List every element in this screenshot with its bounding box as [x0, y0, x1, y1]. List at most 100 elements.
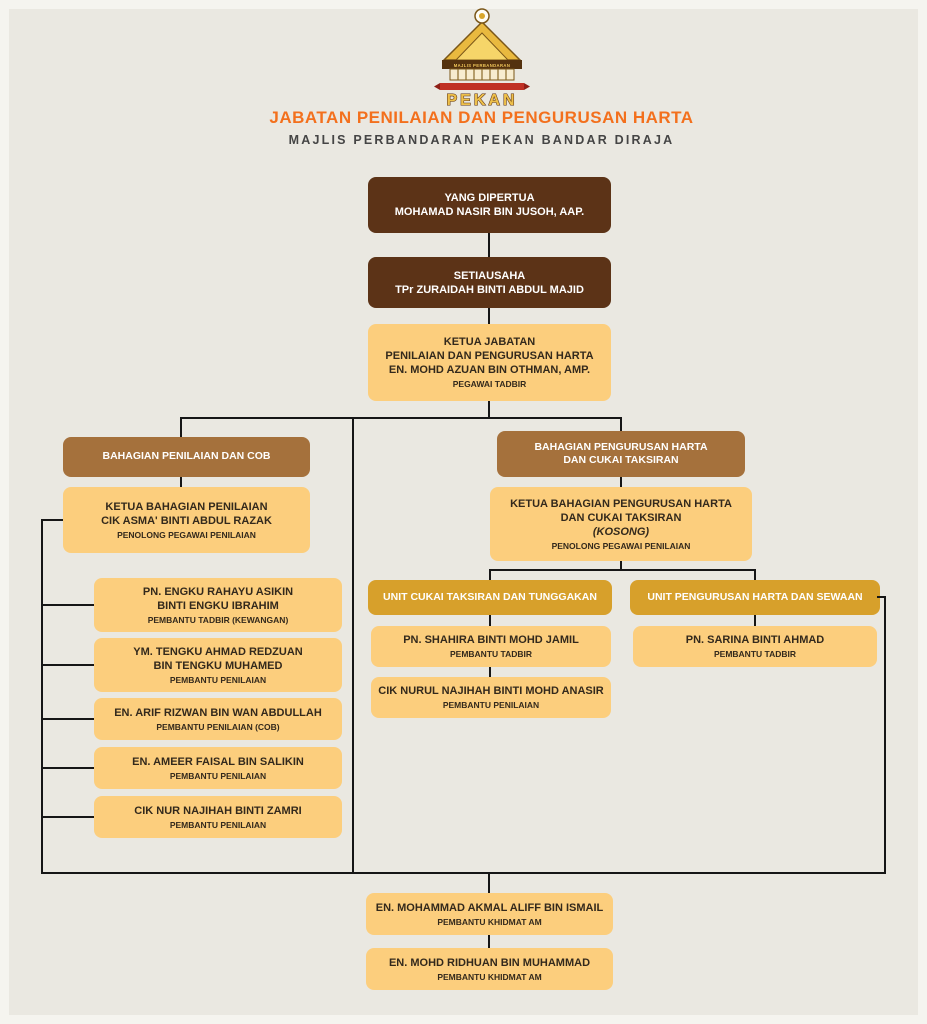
node-staff-penilaian-5: CIK NUR NAJIHAH BINTI ZAMRI PEMBANTU PEN…: [94, 796, 342, 838]
crest-pekan-text: PEKAN: [446, 92, 517, 108]
person-role: PEMBANTU TADBIR: [449, 649, 532, 659]
node-yang-dipertua: YANG DIPERTUA MOHAMAD NASIR BIN JUSOH, A…: [368, 177, 611, 233]
person-name: YM. TENGKU AHMAD REDZUAN: [133, 645, 303, 658]
connector-line: [41, 664, 94, 666]
node-title-line2: DAN CUKAI TAKSIRAN: [560, 511, 682, 524]
crest-finial-center: [479, 13, 485, 19]
person-name: MOHAMAD NASIR BIN JUSOH, AAP.: [394, 206, 585, 218]
node-title: KETUA JABATAN: [443, 336, 536, 348]
connector-line: [488, 872, 490, 893]
person-name: EN. MOHD RIDHUAN BIN MUHAMMAD: [388, 956, 591, 969]
person-name: EN. MOHD AZUAN BIN OTHMAN, AMP.: [388, 364, 591, 376]
connector-line: [488, 308, 490, 324]
connector-line: [884, 596, 886, 874]
node-title: YANG DIPERTUA: [444, 192, 535, 204]
person-name: EN. AMEER FAISAL BIN SALIKIN: [132, 755, 304, 768]
connector-line: [41, 816, 94, 818]
header-unit-cukai: UNIT CUKAI TAKSIRAN DAN TUNGGAKAN: [368, 580, 612, 615]
person-role: PENOLONG PEGAWAI PENILAIAN: [117, 529, 256, 540]
node-staff-penilaian-4: EN. AMEER FAISAL BIN SALIKIN PEMBANTU PE…: [94, 747, 342, 789]
node-staff-cukai-2: CIK NURUL NAJIHAH BINTI MOHD ANASIR PEMB…: [371, 677, 611, 718]
node-staff-penilaian-2: YM. TENGKU AHMAD REDZUAN BIN TENGKU MUHA…: [94, 638, 342, 692]
connector-line: [41, 872, 886, 874]
person-role: PEMBANTU KHIDMAT AM: [437, 971, 542, 982]
connector-line: [489, 569, 491, 580]
node-title-line1: KETUA BAHAGIAN PENGURUSAN HARTA: [510, 497, 732, 510]
connector-line: [754, 569, 756, 580]
person-name: CIK ASMA' BINTI ABDUL RAZAK: [101, 514, 272, 527]
connector-line: [877, 596, 886, 598]
person-role: PENOLONG PEGAWAI PENILAIAN: [551, 540, 691, 551]
header-unit-harta: UNIT PENGURUSAN HARTA DAN SEWAAN: [630, 580, 880, 615]
crest-ribbon-tip-left: [434, 83, 440, 90]
pekan-crest-logo: MAJLIS PERBANDARAN PEKAN: [430, 6, 534, 110]
connector-line: [352, 417, 354, 873]
node-ketua-bahagian-penilaian: KETUA BAHAGIAN PENILAIAN CIK ASMA' BINTI…: [63, 487, 310, 553]
connector-line: [489, 569, 756, 571]
person-role: PEMBANTU TADBIR (KEWANGAN): [147, 614, 289, 625]
node-support-staff-2: EN. MOHD RIDHUAN BIN MUHAMMAD PEMBANTU K…: [366, 948, 613, 990]
person-role: PEMBANTU PENILAIAN: [169, 770, 267, 781]
person-role: PEMBANTU PENILAIAN: [169, 674, 267, 685]
node-support-staff-1: EN. MOHAMMAD AKMAL ALIFF BIN ISMAIL PEMB…: [366, 893, 613, 935]
person-role: PEMBANTU PENILAIAN (COB): [156, 721, 280, 732]
person-role: PEMBANTU PENILAIAN: [169, 819, 267, 830]
page-subtitle: MAJLIS PERBANDARAN PEKAN BANDAR DIRAJA: [288, 133, 675, 147]
person-name: PN. ENGKU RAHAYU ASIKIN: [142, 585, 294, 598]
connector-line: [489, 667, 491, 677]
connector-line: [488, 233, 490, 257]
node-title: KETUA BAHAGIAN PENILAIAN: [105, 500, 268, 513]
crest-ribbon: [440, 83, 524, 90]
crest-ribbon-tip-right: [524, 83, 530, 90]
pekan-crest-icon: MAJLIS PERBANDARAN PEKAN: [434, 8, 530, 110]
person-name-line2: BINTI ENGKU IBRAHIM: [157, 599, 279, 612]
node-ketua-bahagian-pengurusan: KETUA BAHAGIAN PENGURUSAN HARTA DAN CUKA…: [490, 487, 752, 561]
person-name-line2: BIN TENGKU MUHAMED: [153, 659, 283, 672]
unit-header-label: UNIT PENGURUSAN HARTA DAN SEWAAN: [647, 590, 863, 603]
connector-line: [488, 935, 490, 948]
connector-line: [754, 615, 756, 626]
node-staff-penilaian-3: EN. ARIF RIZWAN BIN WAN ABDULLAH PEMBANT…: [94, 698, 342, 740]
person-name: PN. SARINA BINTI AHMAD: [685, 634, 825, 646]
person-name: PN. SHAHIRA BINTI MOHD JAMIL: [403, 634, 579, 646]
connector-line: [41, 519, 63, 521]
person-role: PEGAWAI TADBIR: [452, 379, 527, 389]
crest-band: [442, 60, 522, 69]
unit-header-label: UNIT CUKAI TAKSIRAN DAN TUNGGAKAN: [383, 590, 597, 603]
node-setiausaha: SETIAUSAHA TPr ZURAIDAH BINTI ABDUL MAJI…: [368, 257, 611, 308]
connector-line: [488, 401, 490, 418]
connector-line: [41, 519, 43, 874]
connector-line: [41, 718, 94, 720]
person-name: EN. ARIF RIZWAN BIN WAN ABDULLAH: [114, 706, 322, 719]
person-name: CIK NUR NAJIHAH BINTI ZAMRI: [134, 804, 302, 817]
vacancy-label: (KOSONG): [592, 525, 650, 538]
section-header-line2: DAN CUKAI TAKSIRAN: [563, 454, 679, 466]
connector-line: [180, 417, 622, 419]
header-bahagian-penilaian: BAHAGIAN PENILAIAN DAN COB: [63, 437, 310, 477]
section-header-label: BAHAGIAN PENILAIAN DAN COB: [102, 450, 271, 463]
header-bahagian-pengurusan: BAHAGIAN PENGURUSAN HARTA DAN CUKAI TAKS…: [497, 431, 745, 477]
connector-line: [41, 604, 94, 606]
page-title: JABATAN PENILAIAN DAN PENGURUSAN HARTA: [269, 108, 694, 127]
connector-line: [620, 417, 622, 431]
node-ketua-jabatan: KETUA JABATAN PENILAIAN DAN PENGURUSAN H…: [368, 324, 611, 401]
person-role: PEMBANTU PENILAIAN: [442, 700, 540, 710]
section-header-line1: BAHAGIAN PENGURUSAN HARTA: [534, 440, 708, 453]
node-staff-cukai-1: PN. SHAHIRA BINTI MOHD JAMIL PEMBANTU TA…: [371, 626, 611, 667]
node-staff-penilaian-1: PN. ENGKU RAHAYU ASIKIN BINTI ENGKU IBRA…: [94, 578, 342, 632]
person-role: PEMBANTU TADBIR: [713, 649, 796, 659]
crest-columns: [457, 69, 507, 80]
person-name: CIK NURUL NAJIHAH BINTI MOHD ANASIR: [378, 685, 604, 697]
node-subtitle: PENILAIAN DAN PENGURUSAN HARTA: [385, 350, 594, 362]
node-staff-harta-1: PN. SARINA BINTI AHMAD PEMBANTU TADBIR: [633, 626, 877, 667]
connector-line: [180, 417, 182, 437]
person-role: PEMBANTU KHIDMAT AM: [437, 916, 542, 927]
connector-line: [41, 767, 94, 769]
node-title: SETIAUSAHA: [453, 269, 526, 282]
crest-band-text: MAJLIS PERBANDARAN: [454, 63, 511, 68]
connector-line: [620, 561, 622, 571]
person-name: EN. MOHAMMAD AKMAL ALIFF BIN ISMAIL: [375, 901, 604, 914]
connector-line: [620, 477, 622, 487]
connector-line: [489, 615, 491, 626]
